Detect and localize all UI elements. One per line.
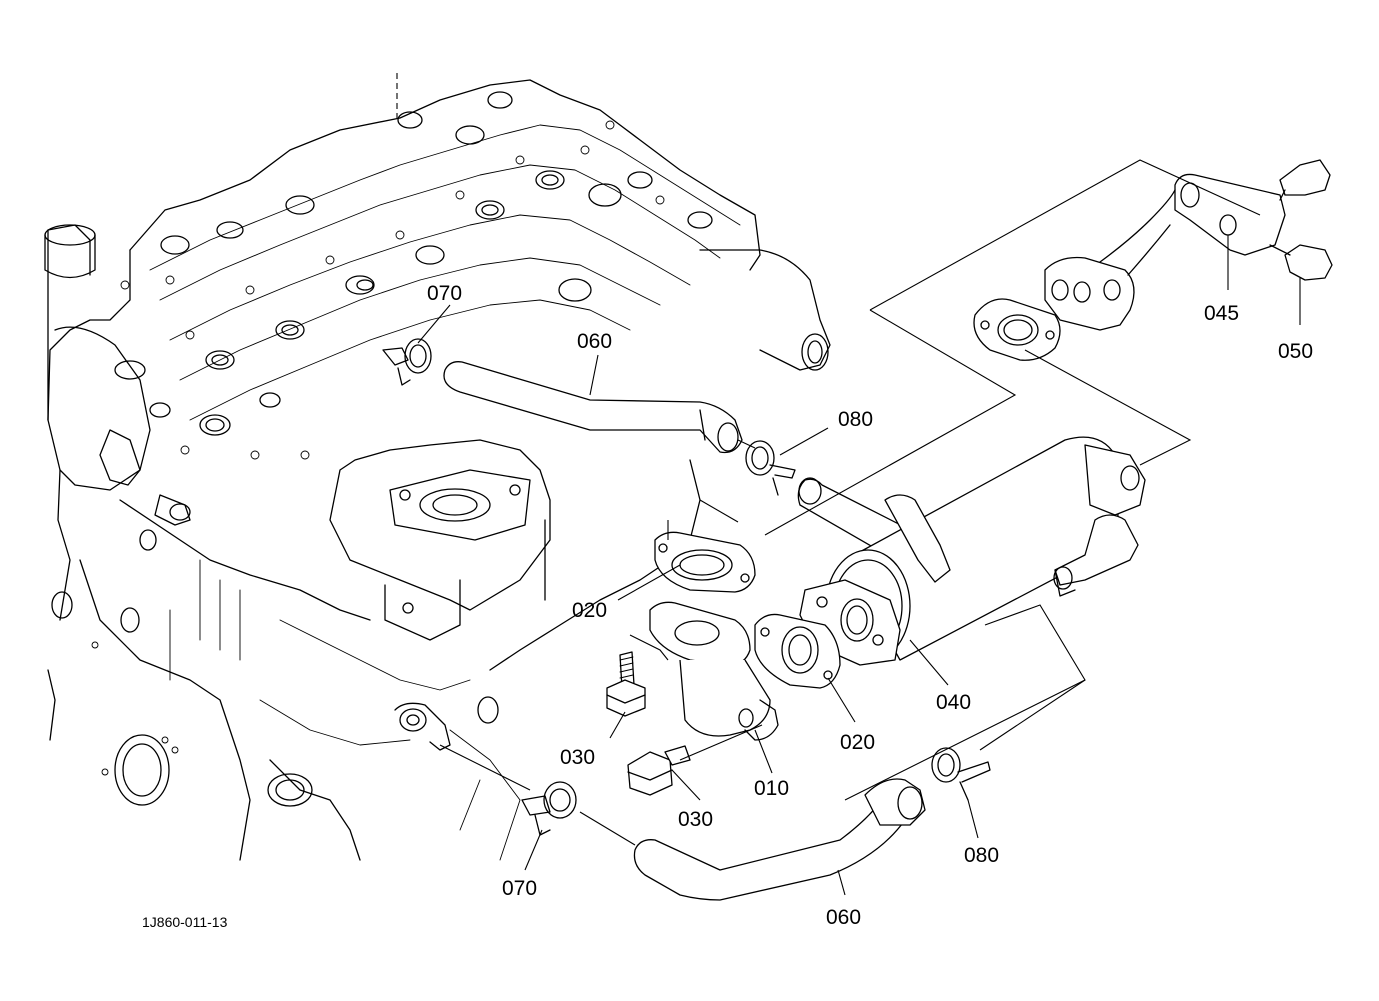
part-070-lower-clamp bbox=[521, 781, 577, 836]
part-030-bolts bbox=[606, 651, 691, 796]
callout-070-lower: 070 bbox=[502, 877, 537, 900]
part-010-egr-pipe bbox=[649, 601, 779, 741]
callout-040: 040 bbox=[936, 691, 971, 714]
callout-060-upper: 060 bbox=[577, 330, 612, 353]
part-060-lower-hose bbox=[633, 778, 926, 901]
part-070-upper-clamp bbox=[382, 338, 432, 386]
callout-080-lower: 080 bbox=[964, 844, 999, 867]
part-050-bolts bbox=[1269, 159, 1333, 281]
assembly-lines bbox=[417, 159, 1301, 896]
callout-045: 045 bbox=[1204, 302, 1239, 325]
callout-030-upper: 030 bbox=[560, 746, 595, 769]
callout-050: 050 bbox=[1278, 340, 1313, 363]
part-gasket-top bbox=[973, 298, 1061, 361]
part-020-gasket-right bbox=[754, 613, 841, 689]
callout-060-lower: 060 bbox=[826, 906, 861, 929]
part-040-egr-cooler bbox=[797, 436, 1146, 666]
part-080-lower-clamp bbox=[931, 747, 991, 801]
callout-030-lower: 030 bbox=[678, 808, 713, 831]
drawing-code: 1J860-011-13 bbox=[142, 914, 228, 930]
callout-labels: 070 060 080 045 050 020 030 040 020 010 … bbox=[142, 282, 1313, 930]
callout-070-upper: 070 bbox=[427, 282, 462, 305]
callout-010: 010 bbox=[754, 777, 789, 800]
part-060-upper-hose bbox=[443, 361, 743, 454]
callout-020-left: 020 bbox=[572, 599, 607, 622]
part-045-bracket bbox=[1044, 173, 1286, 331]
engine-block bbox=[44, 73, 831, 861]
callout-020-right: 020 bbox=[840, 731, 875, 754]
part-020-gasket-left bbox=[654, 531, 756, 593]
part-080-upper-clamp bbox=[745, 440, 796, 496]
callout-080-upper: 080 bbox=[838, 408, 873, 431]
